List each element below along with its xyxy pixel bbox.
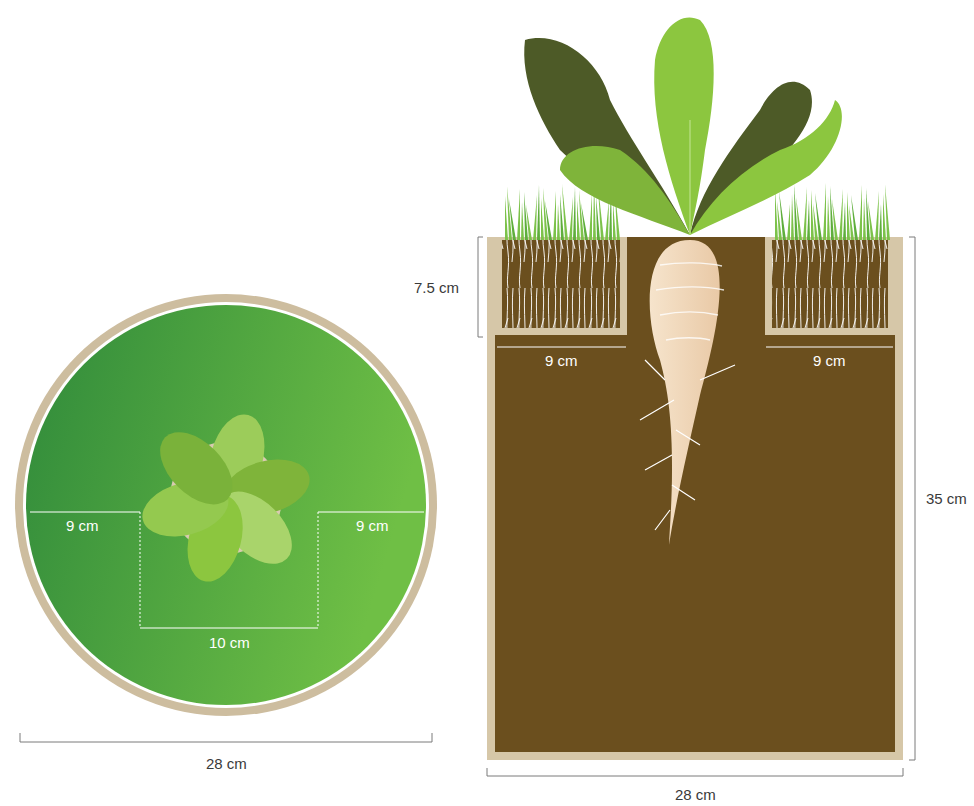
grass-blade bbox=[803, 187, 807, 240]
grass-blade bbox=[859, 185, 862, 240]
grass-blade bbox=[791, 194, 794, 240]
grass-blade bbox=[775, 188, 778, 240]
grass-blade bbox=[521, 202, 524, 240]
grass-blade bbox=[505, 196, 508, 240]
dimension-label: 9 cm bbox=[545, 352, 578, 369]
grass-blade bbox=[553, 191, 556, 240]
grass-blade bbox=[851, 195, 858, 240]
grass-blade bbox=[863, 198, 866, 240]
grass-blade bbox=[573, 187, 576, 240]
grass-blade bbox=[605, 199, 609, 240]
grass-blade bbox=[811, 190, 814, 240]
grass-blade bbox=[868, 201, 874, 240]
grass-blade bbox=[509, 199, 516, 240]
grass-blade bbox=[807, 200, 810, 240]
dimension-label: 28 cm bbox=[675, 786, 716, 803]
grass-blade bbox=[526, 205, 532, 240]
grass-blade bbox=[847, 192, 850, 240]
dimension-label: 35 cm bbox=[926, 490, 967, 507]
grass-blade bbox=[839, 189, 843, 240]
grass-blade bbox=[885, 184, 890, 240]
grass-blade bbox=[875, 191, 879, 240]
dimension-label: 9 cm bbox=[66, 517, 99, 534]
grass-blade bbox=[557, 204, 560, 240]
grass-blade bbox=[827, 196, 830, 240]
dimension-label: 9 cm bbox=[356, 517, 389, 534]
grass-blade bbox=[796, 197, 802, 240]
side-view bbox=[478, 17, 915, 776]
dimension-label: 10 cm bbox=[209, 634, 250, 651]
grass-blade bbox=[569, 197, 573, 240]
grass-blade bbox=[832, 199, 838, 240]
grass-blade bbox=[843, 202, 846, 240]
grass-blade bbox=[787, 204, 790, 240]
grass-blade bbox=[581, 203, 588, 240]
grass-blade bbox=[779, 191, 786, 240]
grass-blade bbox=[517, 189, 520, 240]
dimension-label: 7.5 cm bbox=[414, 279, 459, 296]
grass-blade bbox=[815, 193, 822, 240]
leaf bbox=[147, 419, 246, 518]
dimension-label: 28 cm bbox=[206, 755, 247, 772]
top-view bbox=[15, 294, 437, 742]
grass-blade bbox=[589, 193, 592, 240]
dimension-label: 9 cm bbox=[813, 352, 846, 369]
grass-blade bbox=[541, 198, 544, 240]
beet-leaves bbox=[136, 408, 316, 588]
grass-blade bbox=[537, 185, 540, 240]
grass-blade bbox=[823, 183, 826, 240]
grass-blade bbox=[562, 184, 568, 240]
grass-blade bbox=[533, 195, 537, 240]
grass-blade bbox=[545, 201, 552, 240]
grass-blade bbox=[883, 194, 886, 240]
grass-blade bbox=[613, 202, 616, 240]
grass-blade bbox=[879, 204, 882, 240]
grass-blade bbox=[577, 200, 580, 240]
